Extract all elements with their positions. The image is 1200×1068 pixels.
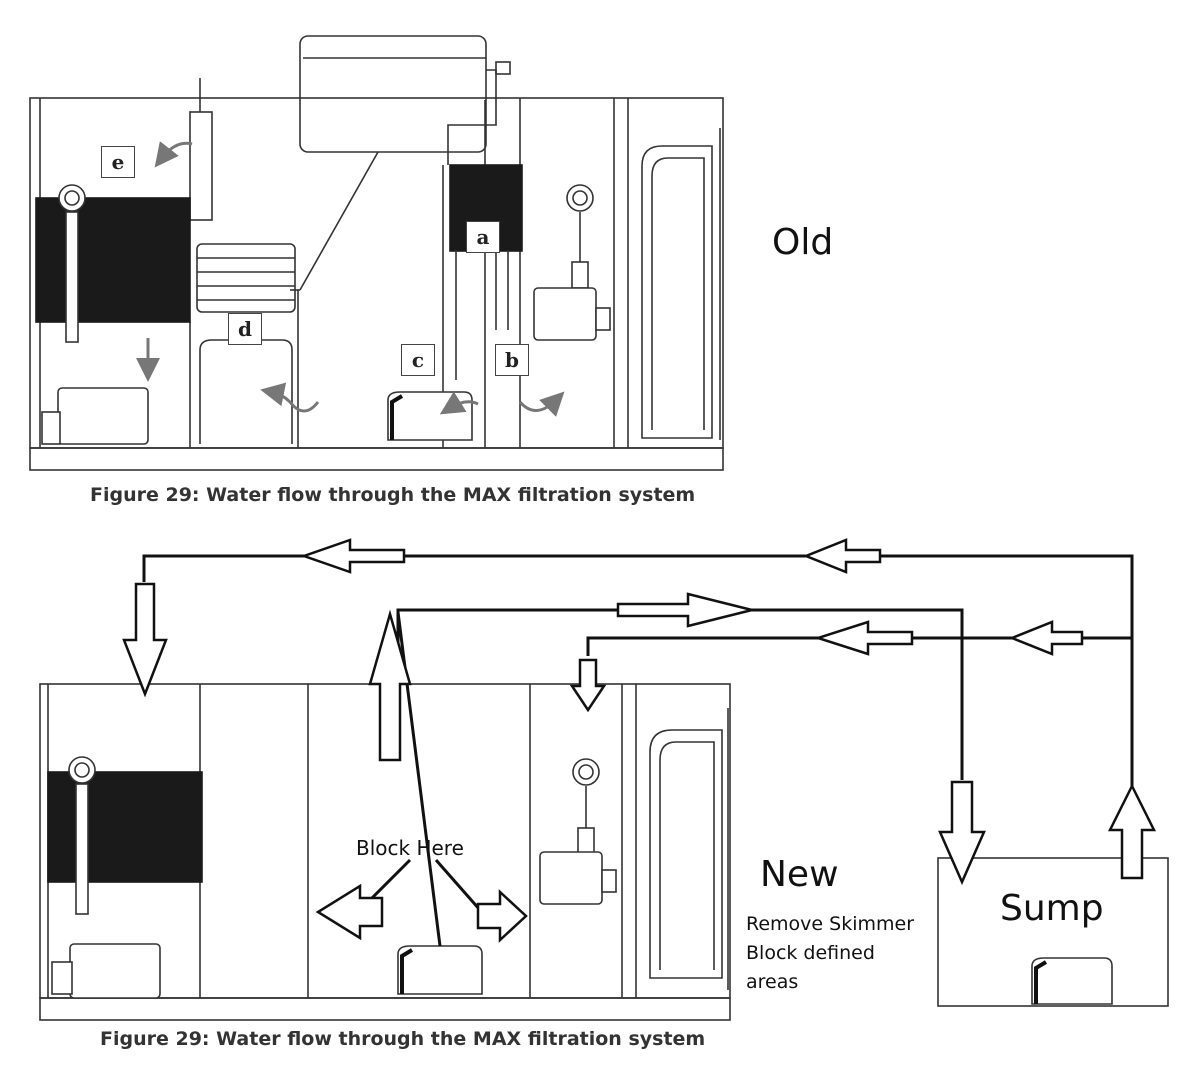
callout-d: d [228,313,262,345]
new-tank [39,683,1169,1021]
new-state-label: New [760,854,839,895]
old-media-block [196,243,296,313]
arrow-down-sump [938,780,986,886]
return-line-main [142,554,1134,790]
old-heater [189,111,213,221]
new-tank-base [39,997,731,1021]
arrow-left-mid-2 [1008,620,1084,656]
old-tank [29,35,724,471]
old-tank-base [29,447,724,471]
sump-tank [937,857,1169,1007]
arrow-down-right-tank [569,658,607,713]
sump-label: Sump [1000,888,1104,929]
new-left-pump [69,943,161,999]
callout-a: a [466,221,500,253]
callout-e: e [101,146,135,178]
note-line-2: Block defined [746,942,875,964]
new-center-pump [397,945,483,995]
old-left-pump [57,387,149,445]
note-line-1: Remove Skimmer [746,913,915,935]
arrow-up-sump [1107,783,1157,880]
callout-c: c [401,344,435,376]
arrow-left-top-2 [802,538,882,574]
hollow-flow-arrows [122,538,1157,943]
new-right-pump [539,851,603,905]
old-state-label: Old [772,222,834,263]
top-figure-caption: Figure 29: Water flow through the MAX fi… [90,484,696,506]
old-black-panel [35,197,191,323]
block-arrow-left [315,883,384,941]
bottom-figure-caption: Figure 29: Water flow through the MAX fi… [100,1028,706,1050]
old-flow-arrows [136,141,565,417]
arrow-down-left [122,582,168,698]
old-skimmer-neck [447,69,497,165]
old-media-basket [199,339,293,444]
new-black-panel [47,771,203,883]
old-right-pump [533,287,597,341]
block-here-label: Block Here [356,836,464,860]
sump-pump [1031,957,1113,1005]
block-arrow-right [476,889,528,943]
return-line-branch [586,636,1132,656]
arrow-up-center [368,609,412,762]
arrow-left-mid-1 [813,620,914,656]
old-skimmer-lid [299,35,487,153]
callout-b: b [495,344,529,376]
new-side-chamber [649,729,723,979]
note-line-3: areas [746,971,799,993]
old-center-pump [387,391,473,441]
arrow-left-top-1 [300,538,406,574]
arrow-right-mid [616,592,753,628]
old-side-chamber [641,145,713,439]
